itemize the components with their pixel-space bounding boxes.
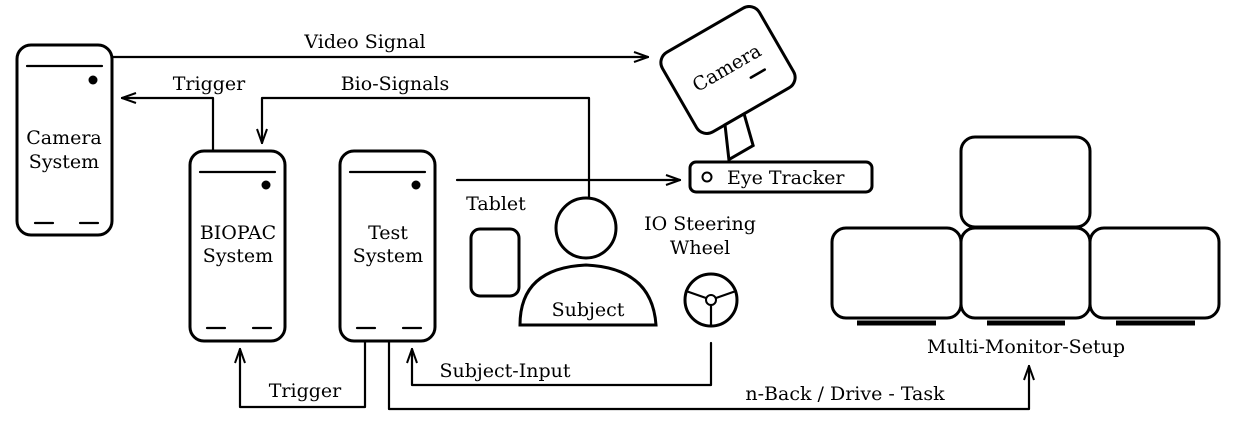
monitor-right <box>1088 226 1221 320</box>
tablet-device <box>469 227 521 298</box>
test-system-node: Test System <box>338 149 437 343</box>
camera-system-label-2: System <box>29 151 99 173</box>
edge-video-signal: Video Signal <box>110 31 650 57</box>
nback-task-label: n-Back / Drive - Task <box>745 383 945 405</box>
edge-trigger-top: Trigger <box>120 73 246 153</box>
test-system-case <box>338 149 437 343</box>
camera-body <box>659 5 797 135</box>
test-system-label-1: Test <box>368 222 408 244</box>
power-led-icon <box>261 180 271 190</box>
edge-subject-input: Subject-Input <box>412 341 713 387</box>
power-led-icon <box>88 75 98 85</box>
subject-head <box>554 196 618 260</box>
steering-wheel-node: IO Steering Wheel <box>644 213 756 328</box>
subject-label: Subject <box>552 299 625 321</box>
trigger-top-label: Trigger <box>173 73 246 95</box>
camera-system-node: Camera System <box>15 43 114 237</box>
eye-tracker-node: Eye Tracker <box>688 160 874 194</box>
steering-wheel-icon <box>683 272 739 328</box>
steering-wheel-label-1: IO Steering <box>644 213 756 235</box>
trigger-bottom-label: Trigger <box>269 380 342 402</box>
biopac-system-node: BIOPAC System <box>188 149 287 343</box>
camera-node: Camera <box>659 5 797 162</box>
monitor-left <box>830 226 963 320</box>
camera-indicator <box>749 68 767 79</box>
monitor-top <box>959 135 1092 229</box>
multi-monitor-label: Multi-Monitor-Setup <box>927 336 1125 358</box>
eye-tracker-lens-icon <box>701 171 713 183</box>
monitor-center <box>959 226 1092 320</box>
steering-wheel-label-2: Wheel <box>670 237 730 259</box>
edge-nback-task: n-Back / Drive - Task <box>387 339 1029 411</box>
biopac-system-label-1: BIOPAC <box>200 222 276 244</box>
tablet-node: Tablet <box>466 193 526 298</box>
camera-system-case <box>15 43 114 237</box>
eye-tracker-bar <box>688 160 874 194</box>
power-led-icon <box>411 180 421 190</box>
subject-node: Subject <box>518 196 658 327</box>
edge-trigger-bottom: Trigger <box>240 339 367 409</box>
biopac-system-case <box>188 149 287 343</box>
edge-bio-signals: Bio-Signals <box>262 73 591 199</box>
video-signal-label: Video Signal <box>303 31 425 53</box>
tablet-label: Tablet <box>466 193 526 215</box>
subject-body <box>518 263 658 327</box>
multi-monitor-node: Multi-Monitor-Setup <box>830 135 1221 358</box>
eye-tracker-label: Eye Tracker <box>727 167 845 189</box>
test-system-label-2: System <box>353 245 423 267</box>
bio-signals-label: Bio-Signals <box>341 73 450 95</box>
camera-lens <box>723 111 755 162</box>
subject-input-label: Subject-Input <box>439 360 570 382</box>
camera-system-label-1: Camera <box>26 127 102 149</box>
biopac-system-label-2: System <box>203 245 273 267</box>
